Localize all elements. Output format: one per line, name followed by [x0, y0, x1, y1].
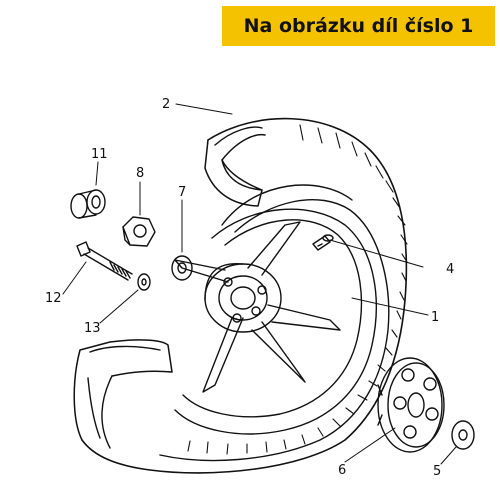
hex-nut [122, 216, 156, 247]
washer-13 [137, 273, 151, 291]
callout-13: 13 [84, 321, 101, 336]
rim-outline [174, 208, 377, 435]
callout-12: 12 [45, 291, 62, 306]
callout-5: 5 [433, 464, 441, 479]
collar [70, 189, 106, 219]
washer-7 [171, 255, 193, 281]
tire-outline [73, 117, 408, 474]
part-number-banner: Na obrázku díl číslo 1 [222, 6, 495, 46]
callout-2: 2 [162, 97, 170, 112]
callout-8: 8 [136, 166, 144, 181]
callout-11: 11 [91, 147, 108, 162]
washer-5 [451, 420, 475, 450]
leader-lines [62, 103, 457, 465]
callout-6: 6 [338, 463, 346, 478]
valve-stem [312, 234, 334, 251]
axle-bolt [76, 241, 133, 281]
callout-7: 7 [178, 185, 186, 200]
callout-1: 1 [431, 310, 439, 325]
callout-4: 4 [446, 262, 454, 277]
damper-hub [377, 357, 445, 453]
